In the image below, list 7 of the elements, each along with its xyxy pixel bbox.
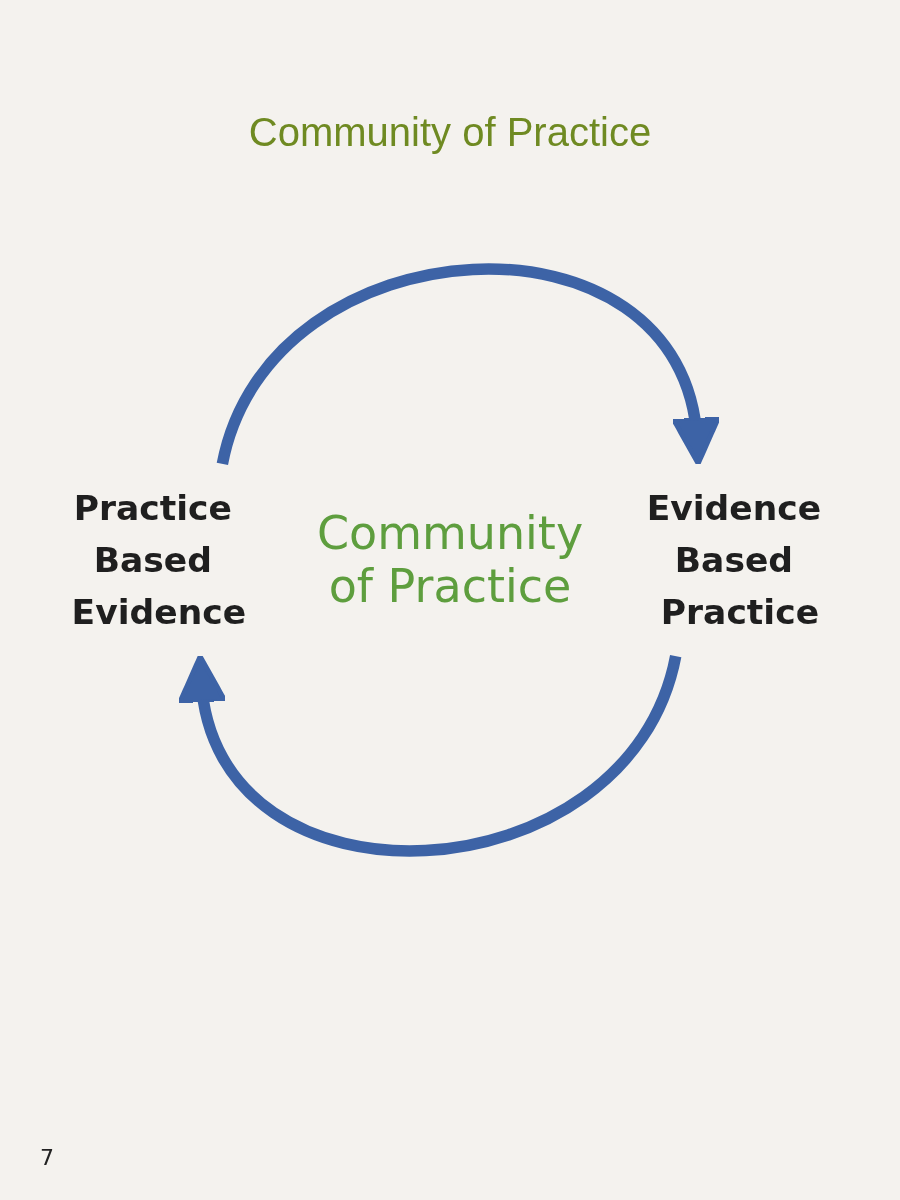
diagram-title: Community of Practice <box>248 110 652 155</box>
page-number: 7 <box>40 1145 54 1170</box>
node-label: Practice Based Evidence <box>71 488 247 632</box>
curved-arrow <box>216 263 718 466</box>
node-label: Evidence Based Practice <box>646 488 822 632</box>
center-label: Community of Practice <box>315 507 585 613</box>
curved-arrow <box>180 654 682 857</box>
